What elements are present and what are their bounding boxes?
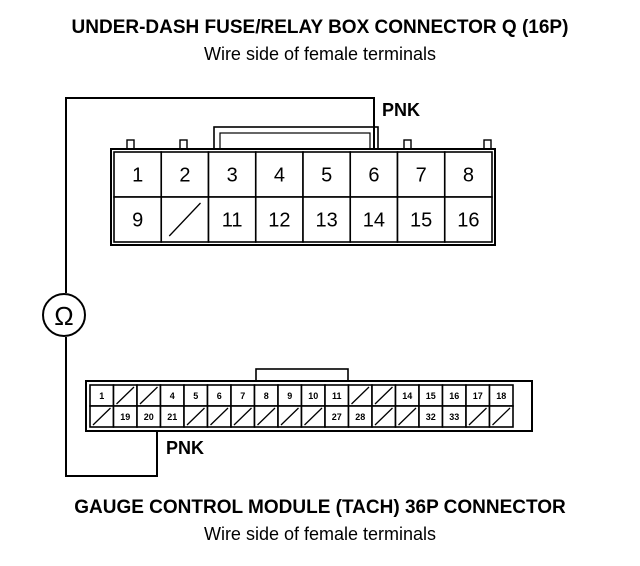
top-cavity	[443, 196, 493, 243]
top-pin-number: 13	[316, 210, 338, 232]
bottom-empty-cavity-slash	[398, 407, 417, 426]
bottom-empty-cavity-slash	[492, 407, 511, 426]
bottom-pin-number: 32	[426, 412, 436, 422]
bottom-pin-number: 5	[193, 391, 198, 401]
top-cavity	[254, 196, 304, 243]
top-pin-number: 15	[410, 210, 432, 232]
ohm-symbol: Ω	[54, 301, 73, 331]
top-pin-number: 12	[268, 210, 290, 232]
top-cavity	[396, 151, 446, 198]
bottom-pin-number: 10	[308, 391, 318, 401]
bottom-pin-number: 4	[170, 391, 175, 401]
bottom-wire	[65, 337, 158, 477]
bottom-pin-number: 27	[332, 412, 342, 422]
bottom-empty-cavity-slash	[116, 386, 135, 405]
bottom-connector-title: GAUGE CONTROL MODULE (TACH) 36P CONNECTO…	[74, 497, 566, 518]
bottom-lock-tab	[255, 368, 349, 382]
top-pin-number: 1	[132, 165, 143, 187]
bottom-empty-cavity-slash	[186, 407, 205, 426]
bottom-empty-cavity-slash	[139, 386, 158, 405]
bottom-empty-cavity-slash	[280, 407, 299, 426]
top-cavity	[396, 196, 446, 243]
top-pin-number: 5	[321, 165, 332, 187]
top-pin-number: 7	[416, 165, 427, 187]
bottom-pin-number: 8	[264, 391, 269, 401]
bottom-pin-number: 7	[240, 391, 245, 401]
bottom-pin-number: 28	[355, 412, 365, 422]
bottom-pin-number: 21	[167, 412, 177, 422]
top-wire-color-label: PNK	[382, 100, 421, 120]
bottom-empty-cavity-slash	[257, 407, 276, 426]
top-lock-tab	[213, 126, 379, 150]
top-pin-number: 6	[368, 165, 379, 187]
top-pin-number: 2	[179, 165, 190, 187]
bottom-pin-number: 33	[449, 412, 459, 422]
top-cavity	[349, 151, 399, 198]
bottom-pin-number: 1	[99, 391, 104, 401]
bottom-empty-cavity-slash	[304, 407, 323, 426]
bottom-pin-number: 6	[217, 391, 222, 401]
ohmmeter-symbol	[42, 293, 86, 337]
top-connector-title: UNDER-DASH FUSE/RELAY BOX CONNECTOR Q (1…	[71, 17, 569, 38]
bottom-pin-number: 20	[144, 412, 154, 422]
bottom-empty-cavity-slash	[233, 407, 252, 426]
bottom-connector-subtitle: Wire side of female terminals	[203, 524, 437, 544]
bottom-empty-cavity-slash	[210, 407, 229, 426]
top-pin-number: 11	[222, 210, 243, 232]
top-pin-number: 4	[274, 165, 285, 187]
bottom-empty-cavity-slash	[351, 386, 370, 405]
top-pin-number: 3	[227, 165, 238, 187]
top-pin-number: 8	[463, 165, 474, 187]
bottom-pin-number: 9	[287, 391, 292, 401]
bottom-pin-number: 18	[496, 391, 506, 401]
bottom-empty-cavity-slash	[468, 407, 487, 426]
top-wire	[65, 97, 375, 293]
bottom-wire-color-label: PNK	[166, 438, 205, 458]
top-cavity	[302, 151, 352, 198]
test-wiring: Ω	[42, 97, 375, 477]
bottom-pin-number: 11	[332, 391, 342, 401]
top-connector-subtitle: Wire side of female terminals	[203, 44, 437, 64]
bottom-empty-cavity-slash	[92, 407, 111, 426]
top-empty-cavity-slash	[168, 202, 201, 237]
bottom-pin-number: 16	[449, 391, 459, 401]
top-pin-number: 9	[132, 210, 143, 232]
top-pin-number: 14	[363, 210, 385, 232]
bottom-empty-cavity-slash	[374, 407, 393, 426]
top-cavity	[349, 196, 399, 243]
bottom-pin-number: 15	[426, 391, 436, 401]
bottom-pin-number: 14	[402, 391, 412, 401]
top-pin-number: 16	[457, 210, 479, 232]
bottom-pin-number: 17	[473, 391, 483, 401]
bottom-pin-number: 19	[120, 412, 130, 422]
bottom-empty-cavity-slash	[374, 386, 393, 405]
